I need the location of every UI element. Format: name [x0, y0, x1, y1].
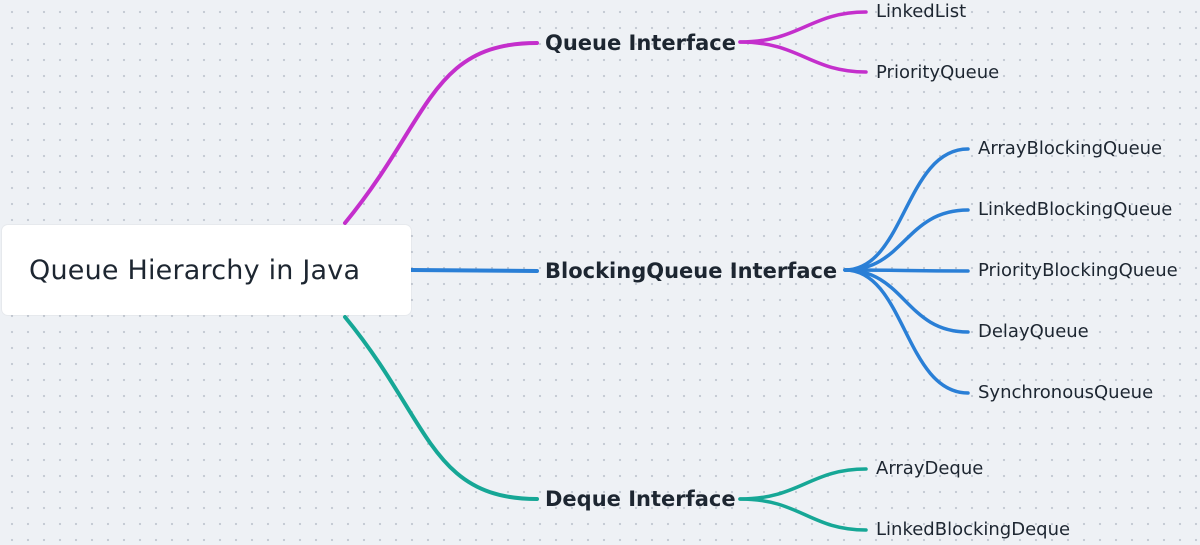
connector-deque-arraydeque: [738, 467, 868, 501]
root-node[interactable]: Queue Hierarchy in Java: [2, 225, 411, 315]
connector-queue-linkedlist: [738, 10, 868, 44]
branch-node-blockingqueue-interface[interactable]: BlockingQueue Interface: [545, 259, 838, 283]
leaf-node-delayqueue[interactable]: DelayQueue: [978, 321, 1089, 342]
leaf-node-arrayblockingqueue[interactable]: ArrayBlockingQueue: [978, 138, 1163, 159]
leaf-node-linkedlist[interactable]: LinkedList: [876, 1, 967, 22]
connector-root-blockingqueue-interface: [409, 268, 539, 273]
root-node-label: Queue Hierarchy in Java: [29, 254, 361, 286]
branch-node-queue-interface[interactable]: Queue Interface: [545, 31, 736, 55]
connector-blockingqueue-arrayblockingqueue: [843, 147, 970, 272]
branch-node-deque-interface[interactable]: Deque Interface: [545, 487, 736, 511]
connector-blockingqueue-linkedblockingqueue: [843, 208, 970, 272]
leaf-node-linkedblockingdeque[interactable]: LinkedBlockingDeque: [876, 519, 1071, 540]
connector-blockingqueue-synchronousqueue: [843, 268, 970, 395]
connector-blockingqueue-priorityblockingqueue: [843, 268, 970, 273]
leaf-node-linkedblockingqueue[interactable]: LinkedBlockingQueue: [978, 199, 1173, 220]
connector-blockingqueue-delayqueue: [843, 268, 970, 334]
connector-queue-priorityqueue: [738, 40, 868, 74]
connector-root-deque-interface: [343, 315, 539, 501]
leaf-node-synchronousqueue[interactable]: SynchronousQueue: [978, 382, 1154, 403]
leaf-node-priorityqueue[interactable]: PriorityQueue: [876, 62, 1000, 83]
leaf-node-priorityblockingqueue[interactable]: PriorityBlockingQueue: [978, 260, 1178, 281]
leaf-node-arraydeque[interactable]: ArrayDeque: [876, 458, 984, 479]
connector-deque-linkedblockingdeque: [738, 497, 868, 532]
connector-root-queue-interface: [343, 41, 539, 225]
